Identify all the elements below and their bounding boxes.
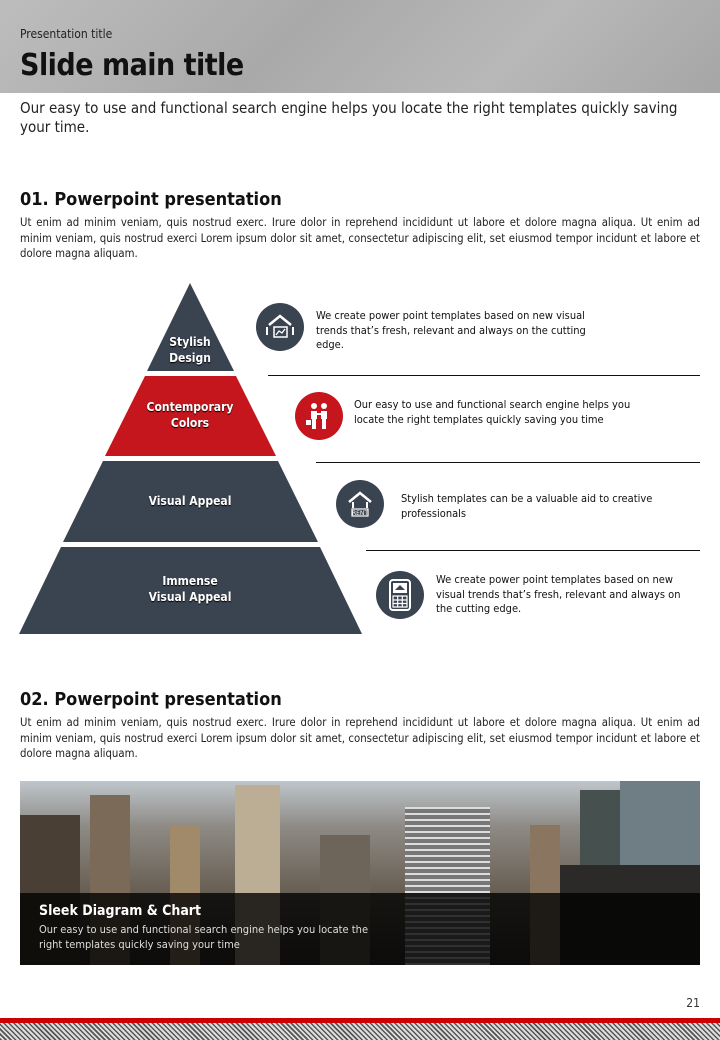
photo-caption: Sleek Diagram & Chart Our easy to use an… [20,893,700,965]
section1-heading: 01. Powerpoint presentation [20,189,282,210]
house-chart-icon [256,303,304,351]
feature-text-1: We create power point templates based on… [316,309,586,351]
section2-heading: 02. Powerpoint presentation [20,689,282,710]
footer-stripes [0,1023,720,1040]
handshake-icon [295,392,343,440]
page-number: 21 [686,996,700,1010]
svg-text:RENT: RENT [352,510,368,517]
caption-title: Sleek Diagram & Chart [39,903,202,919]
divider-3 [366,550,700,551]
divider-2 [316,462,700,463]
city-skyline-photo: Sleek Diagram & Chart Our easy to use an… [20,781,700,965]
house-rent-icon: RENT [336,480,384,528]
section1-body: Ut enim ad minim veniam, quis nostrud ex… [20,216,700,260]
footer-red-bar [0,1018,720,1023]
section2-body: Ut enim ad minim veniam, quis nostrud ex… [20,716,700,760]
pyramid-tier-2 [105,376,276,456]
divider-1 [268,375,700,376]
pyramid-label-3: Visual Appeal [148,494,232,508]
pyramid-tier-4 [19,547,362,634]
calculator-house-icon [376,571,424,619]
pyramid-tier-1 [147,283,234,371]
subtitle: Our easy to use and functional search en… [20,99,678,136]
slide-main-title: Slide main title [20,48,244,83]
feature-text-3: Stylish templates can be a valuable aid … [401,492,653,520]
header-banner [0,0,720,93]
caption-text: Our easy to use and functional search en… [39,923,369,951]
presentation-title: Presentation title [20,27,113,41]
pyramid-tier-3 [63,461,318,542]
feature-text-4: We create power point templates based on… [436,573,681,615]
feature-text-2: Our easy to use and functional search en… [354,398,631,426]
